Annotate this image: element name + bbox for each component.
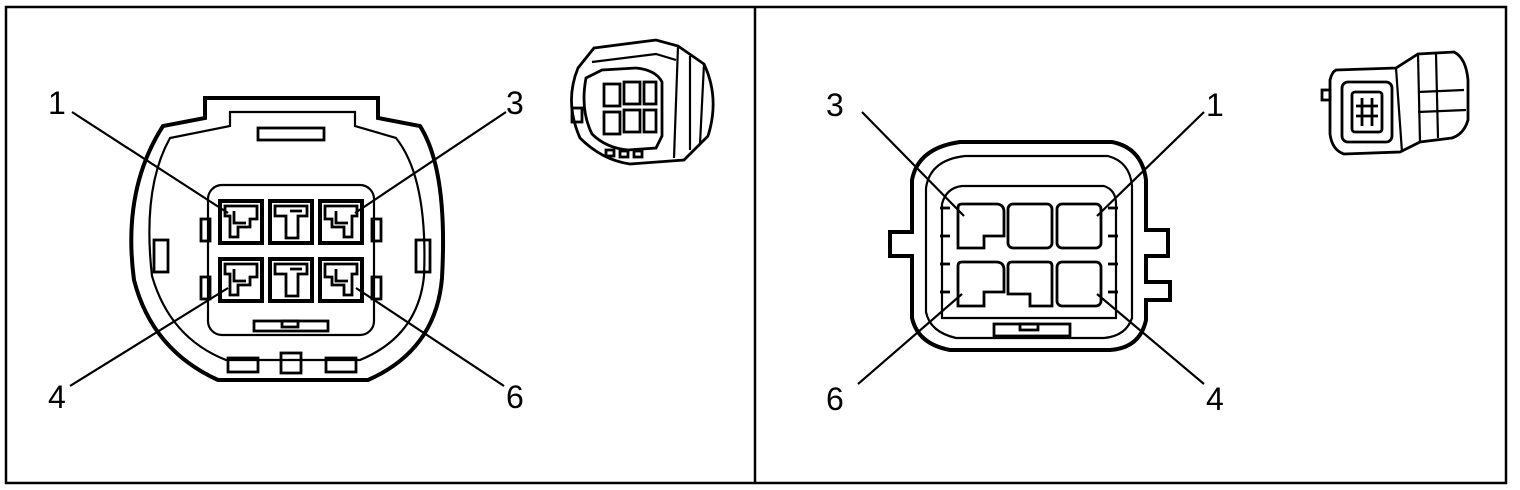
- female-connector-iso-view: [570, 38, 715, 166]
- pin-label-1-left: 1: [48, 85, 66, 121]
- leader-line-pin-1-right: [1096, 111, 1205, 217]
- pin-label-3-left: 3: [506, 85, 524, 121]
- pin-label-4-right: 4: [1206, 381, 1224, 417]
- leader-line-pin-1-left: [71, 111, 229, 214]
- pin-label-1-right: 1: [1206, 87, 1224, 123]
- pin-label-6-left: 6: [506, 379, 524, 415]
- leader-line-pin-4-right: [1096, 293, 1205, 385]
- panel-left: 1 3 4 6: [48, 38, 715, 415]
- leader-line-pin-3-left: [354, 111, 507, 214]
- panel-right: 3 1 6 4: [826, 50, 1470, 417]
- leader-line-pin-4-left: [69, 287, 229, 387]
- leader-line-pin-3-right: [861, 111, 965, 217]
- female-connector-face: [129, 96, 446, 382]
- male-connector-face: [888, 140, 1172, 352]
- leader-line-pin-6-right: [857, 293, 963, 385]
- pin-label-6-right: 6: [826, 381, 844, 417]
- pin-label-3-right: 3: [826, 87, 844, 123]
- female-terminal-cavities: [218, 199, 364, 303]
- male-terminal-pins: [956, 202, 1103, 308]
- male-connector-iso-view: [1320, 50, 1470, 156]
- leader-line-pin-6-left: [355, 287, 505, 387]
- pin-label-4-left: 4: [48, 379, 66, 415]
